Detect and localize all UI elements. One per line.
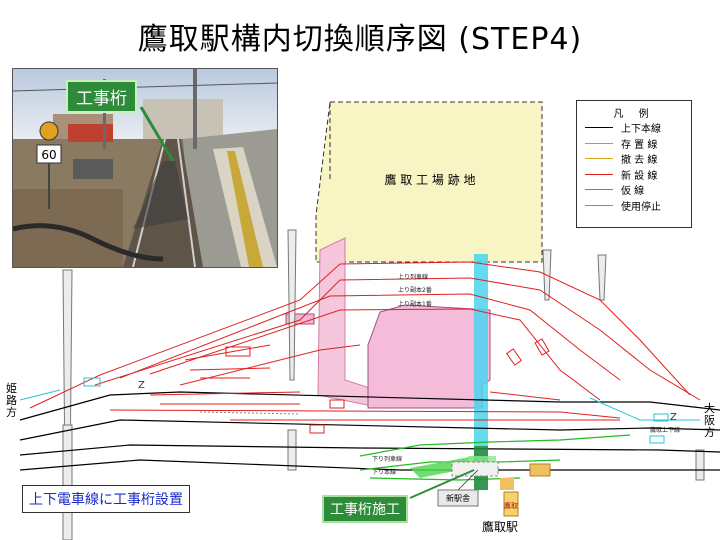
yard-label: 鷹 取 工 場 跡 地 (384, 172, 475, 187)
direction-east: 大阪方 (704, 401, 715, 439)
legend-item: 使用停止 (577, 198, 691, 214)
svg-text:Z: Z (670, 412, 677, 423)
speed-sign-icon (39, 121, 59, 141)
note-box: 上下電車線に工事桁設置 (22, 485, 190, 513)
page-title: 鷹取駅構内切換順序図 (STEP4) (137, 22, 583, 57)
work-girder-column (474, 254, 488, 490)
photo-callout: 工事桁 (66, 80, 137, 113)
station-name: 鷹取駅 (482, 519, 518, 534)
speed-sign-label: 60 (41, 148, 56, 162)
legend-item: 撤 去 線 (577, 151, 691, 167)
label-up-sub2: 上り副本2番 (398, 286, 432, 294)
label-down-line: 下り列車線 (372, 455, 402, 463)
work-label: 工事桁施工 (322, 495, 408, 523)
new-station-building-label: 新駅舎 (446, 493, 470, 503)
station-building (367, 304, 491, 409)
legend-item: 存 置 線 (577, 136, 691, 152)
label-up-sub1: 上り副本1番 (398, 300, 432, 308)
legend-item: 新 設 線 (577, 167, 691, 183)
yard-area (315, 101, 543, 263)
legend-item: 仮 線 (577, 182, 691, 198)
label-up-line: 上り列車線 (398, 273, 428, 281)
legend: 凡 例 上下本線 存 置 線 撤 去 線 新 設 線 仮 線 使用停止 (576, 100, 692, 228)
construction-photo: 60 (12, 68, 278, 268)
label-tolower: 鷹取上下線 (650, 426, 680, 434)
legend-item: 上下本線 (577, 120, 691, 136)
station-sign: 鷹取 (504, 501, 518, 510)
legend-title: 凡 例 (613, 109, 655, 120)
direction-west: 姫路方 (6, 381, 17, 419)
photo-scene: 60 (13, 69, 277, 267)
label-down-main: 下り本線 (372, 468, 396, 476)
svg-text:Z: Z (138, 380, 145, 391)
